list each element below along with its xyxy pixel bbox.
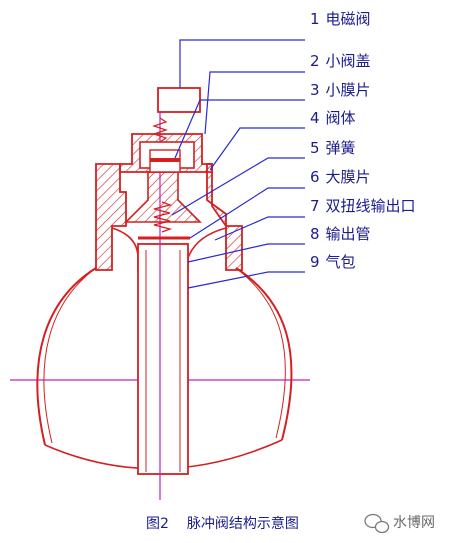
valve-body-right-wall [206,163,243,271]
leader-line-2 [204,71,305,135]
leader-line-7 [214,216,305,241]
gas-bag-inner [43,267,286,444]
wechat-icon [364,513,390,534]
figure-caption: 图2 脉冲阀结构示意图 [146,515,299,532]
small-diaphragm [150,158,180,162]
leader-line-4 [209,127,305,171]
watermark-text: 水博网 [393,514,435,531]
leader-line-1 [179,39,305,88]
watermark: 水博网 [364,513,435,534]
solenoid-valve [157,87,201,113]
leader-line-6 [189,187,305,239]
valve-body-left-wall [95,163,127,271]
leader-lines [171,39,305,289]
leader-line-5 [171,157,305,216]
spring [153,201,173,233]
figure-number: 图2 [146,516,169,532]
leader-line-9 [187,271,305,289]
gas-bag [36,267,293,446]
small-spring [152,117,168,143]
leader-line-3 [174,99,305,159]
leader-line-8 [187,243,305,263]
figure-title: 脉冲阀结构示意图 [187,515,299,532]
